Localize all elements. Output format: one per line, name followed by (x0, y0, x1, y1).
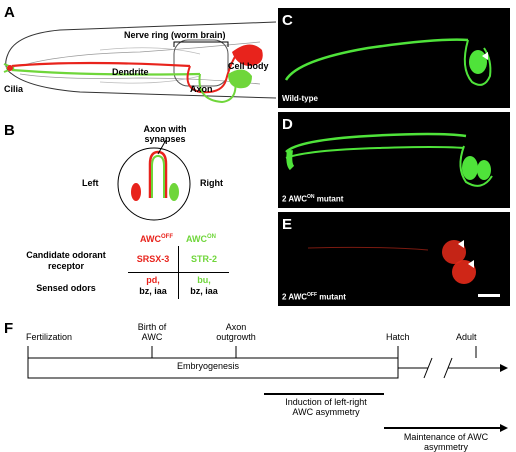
label-nerve-ring: Nerve ring (worm brain) (124, 30, 226, 40)
awc-cell-body-red-1 (442, 240, 466, 264)
label-fertilization: Fertilization (26, 332, 73, 342)
awc-cell-body-green-1 (462, 156, 478, 180)
label-cilia: Cilia (4, 84, 24, 94)
awc-off-cell-body (232, 44, 263, 66)
cross-section-diagram (117, 140, 191, 221)
left-awc-cell (131, 183, 141, 201)
micrograph-c: C Wild-type (278, 8, 510, 108)
awc-cell-body-red-2 (452, 260, 476, 284)
panel-label-b: B (4, 122, 15, 139)
worm-head-diagram (3, 21, 276, 104)
label-hatch: Hatch (386, 332, 410, 342)
label-dendrite: Dendrite (112, 67, 149, 77)
label-left: Left (82, 178, 99, 188)
panel-label-d: D (282, 116, 293, 133)
label-adult: Adult (456, 332, 477, 342)
panel-label-e: E (282, 216, 293, 233)
awc-cell-body-green-2 (477, 160, 491, 180)
header-awc-off: AWCOFF (140, 234, 173, 244)
panel-label-f: F (4, 320, 14, 337)
cell-str2: STR-2 (178, 246, 229, 273)
micrograph-d: D 2 AWCON mutant (278, 112, 510, 208)
cell-srsx3: SRSX-3 (128, 246, 179, 273)
caption-2-awc-on: 2 AWCON mutant (282, 194, 344, 204)
scale-bar (478, 294, 500, 297)
cilia (7, 65, 13, 71)
cell-odors-on: bu,bz, iaa (190, 275, 218, 296)
label-right: Right (200, 178, 223, 188)
awc-off-axon (186, 49, 241, 94)
header-awc-on: AWCON (186, 234, 216, 244)
awc-comparison-table: SRSX-3 STR-2 pd,bz, iaa bu,bz, iaa (128, 246, 229, 299)
caption-2-awc-off: 2 AWCOFF mutant (282, 292, 346, 302)
awc-on-dendrite (11, 68, 201, 76)
cell-odors-off: pd,bz, iaa (128, 272, 179, 299)
panel-label-c: C (282, 12, 293, 29)
timeline-diagram (27, 346, 508, 432)
awc-off-dendrite (11, 61, 191, 68)
caption-wild-type: Wild-type (282, 94, 318, 103)
row-label-odors: Sensed odors (36, 283, 96, 293)
awc-cell-body-green (469, 50, 487, 74)
panel-label-a: A (4, 4, 15, 21)
awc-on-cell-body (228, 69, 252, 89)
label-axon: Axon (190, 84, 213, 94)
label-cell-body: Cell body (228, 61, 269, 71)
micrograph-e: E 2 AWCOFF mutant (278, 212, 510, 306)
label-embryogenesis: Embryogenesis (176, 361, 240, 371)
right-awc-cell (169, 183, 179, 201)
